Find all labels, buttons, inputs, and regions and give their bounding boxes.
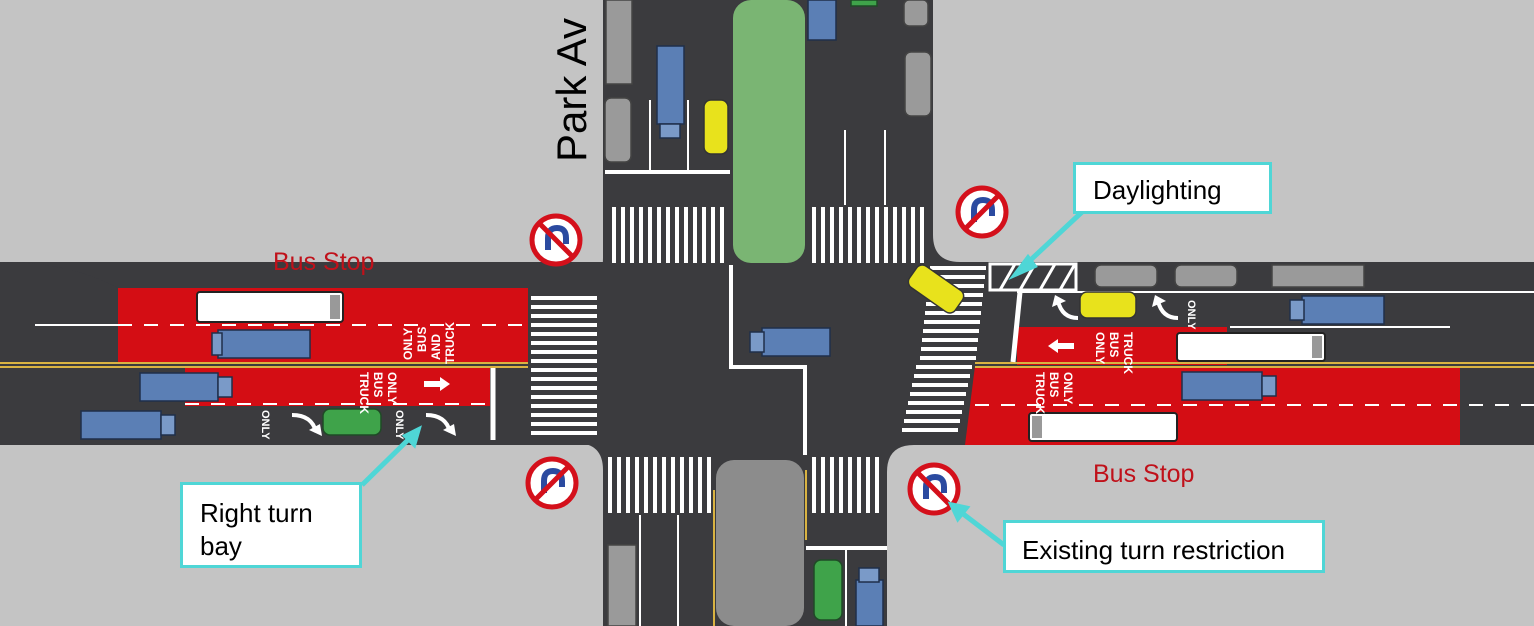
pavement-bus: BUS (415, 327, 429, 352)
callout-pointers (360, 210, 1084, 547)
no-u-turn-sign-icon (955, 185, 1009, 239)
pavement-marking-west-lower: TRUCK BUS ONLY (357, 372, 399, 414)
bus-icon (1028, 412, 1178, 442)
pavement-bus: BUS (1107, 332, 1121, 357)
straight-arrow-icon (424, 339, 1074, 391)
pavement-marking-west-upper: ONLY BUS AND TRUCK (401, 322, 457, 364)
crosswalk-north (612, 207, 924, 263)
car-icon (322, 0, 878, 621)
callout-daylighting-text: Daylighting (1093, 175, 1222, 205)
no-u-turn-sign-icon (529, 213, 583, 267)
crosswalk-south (608, 457, 879, 513)
pavement-truck: TRUCK (1033, 372, 1047, 414)
taxi-icon (703, 99, 1137, 319)
street-name-park-av: Park Av (548, 18, 595, 162)
pavement-only: ONLY (259, 410, 271, 440)
pavement-and: AND (429, 334, 443, 360)
median-north (733, 0, 805, 263)
pavement-truck: TRUCK (357, 372, 371, 414)
pavement-truck: TRUCK (443, 322, 457, 364)
pavement-marking-west-turn: ONLY ONLY (259, 410, 405, 440)
bus-stop-label-east: Bus Stop (1093, 460, 1195, 488)
pavement-bus: BUS (1047, 372, 1061, 397)
pavement-only: ONLY (385, 372, 399, 404)
pavement-only: ONLY (1061, 372, 1075, 404)
callout-right-turn-bay: Right turn bay (180, 482, 362, 568)
callout-right-turn-bay-text: Right turn bay (200, 498, 313, 561)
bus-icon (1176, 332, 1326, 362)
pavement-marking-east-lower: TRUCK BUS ONLY (1033, 372, 1075, 414)
callout-existing-turn-restriction: Existing turn restriction (1003, 520, 1325, 573)
corner-nw (0, 0, 603, 262)
median-south (716, 460, 804, 626)
pavement-truck: TRUCK (1121, 332, 1135, 374)
turn-arrow-icon (309, 295, 1166, 436)
no-u-turn-sign-icon (525, 456, 579, 510)
callout-existing-turn-restriction-text: Existing turn restriction (1022, 535, 1285, 565)
no-u-turn-sign-icon (907, 462, 961, 516)
pavement-only: ONLY (1185, 300, 1197, 330)
crosswalk-west (531, 296, 597, 435)
pavement-only: ONLY (393, 410, 405, 440)
pavement-marking-east-upper: ONLY BUS TRUCK ONLY (1093, 300, 1197, 374)
pavement-only: ONLY (401, 328, 415, 360)
pavement-only: ONLY (1093, 332, 1107, 364)
callout-daylighting: Daylighting (1073, 162, 1272, 214)
truck-icon (80, 0, 1385, 626)
bus-stop-label-west: Bus Stop (273, 248, 375, 276)
pavement-bus: BUS (371, 372, 385, 397)
bus-icon (196, 291, 344, 323)
car-icon (604, 0, 1365, 626)
